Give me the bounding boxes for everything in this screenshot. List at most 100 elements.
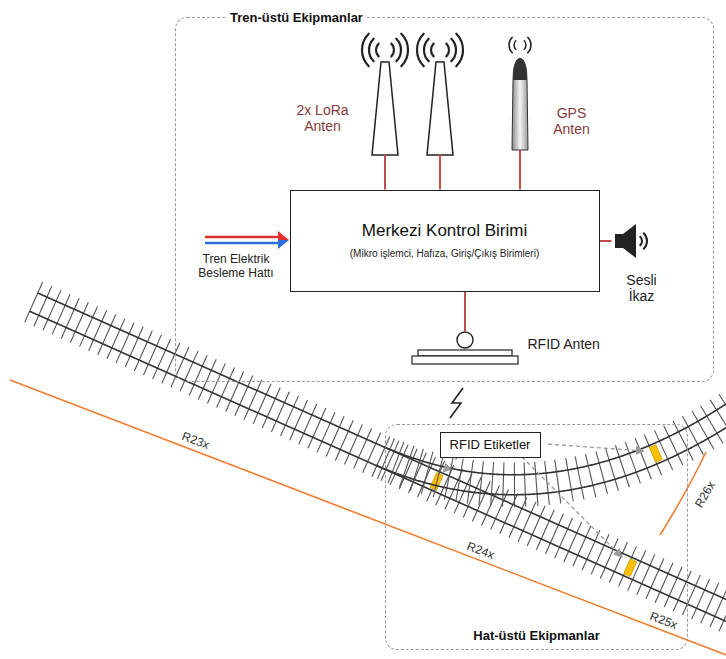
reader-dome: [457, 332, 473, 348]
radio-waves: [509, 37, 531, 53]
sleeper: [575, 456, 584, 499]
wave-arc: [401, 34, 408, 67]
sound-waves: [640, 233, 647, 249]
arrow-head: [278, 231, 289, 240]
sleeper: [514, 463, 515, 507]
sleeper: [503, 463, 504, 507]
rail: [30, 311, 726, 642]
boundary-line: [10, 380, 726, 657]
route-code: R25x: [648, 609, 679, 632]
equipment-group: 2x LoRa Anten GPS AntenMerkezi Kontrol Bi…: [175, 17, 714, 382]
radio-waves: [417, 34, 463, 67]
branch-track: [376, 394, 726, 506]
wave-arc: [509, 37, 512, 53]
rfid-reader-icon: [412, 332, 518, 364]
sleeper: [701, 406, 724, 444]
wave-arc: [456, 34, 463, 67]
signal-wire: [600, 240, 612, 242]
speaker-body: [615, 234, 623, 248]
sleeper: [596, 451, 608, 493]
sleeper: [615, 446, 629, 488]
lora-antenna-icon: [362, 34, 408, 155]
leader-arrow: [443, 457, 458, 472]
wave-arc: [640, 237, 642, 245]
antenna-mast: [372, 62, 398, 155]
node-title: GPS Anten: [546, 105, 598, 139]
node-title: 2x LoRa Anten: [292, 102, 354, 136]
rail: [376, 418, 726, 494]
arrow-head: [278, 240, 289, 249]
feed-label: Tren Elektrik Besleme Hattı: [190, 252, 282, 281]
speaker: Sesli İkaz: [612, 222, 672, 314]
gps-antenna-icon: [509, 37, 531, 150]
wave-arc: [396, 39, 401, 62]
wave-arc: [391, 44, 394, 57]
wave-arc: [431, 44, 434, 57]
antenna-body: [512, 58, 528, 150]
leader-arrow: [522, 457, 622, 557]
reader-plate: [418, 350, 512, 356]
sleeper: [719, 394, 726, 431]
wave-arc: [424, 39, 429, 62]
rail: [384, 402, 726, 475]
sleeper: [421, 452, 433, 494]
sleeper: [491, 462, 494, 506]
node-title: RFID Anten: [528, 336, 723, 353]
signal-wire: [519, 150, 521, 190]
sleeper: [399, 446, 413, 488]
route-code: R23x: [180, 429, 211, 452]
wave-arc: [644, 233, 647, 249]
equipment-group: RFID EtiketlerHat-üstü Ekipmanlar: [385, 424, 688, 650]
node-subtitle: (Mikro işlemci, Hafıza, Giriş/Çıkış Biri…: [350, 248, 539, 260]
power-wire: [205, 242, 279, 245]
wave-arc: [446, 44, 449, 57]
sleeper: [388, 442, 404, 483]
wave-arc: [362, 34, 369, 67]
leader-arrow: [548, 444, 644, 451]
label-box: RFID Etiketler: [440, 432, 541, 458]
sleeper: [479, 461, 483, 505]
node-title: RFID Etiketler: [450, 437, 531, 453]
sleeper: [524, 463, 526, 507]
sleeper: [410, 449, 423, 491]
sleeper: [673, 421, 693, 460]
lora-antenna: 2x LoRa Anten: [292, 30, 467, 155]
speaker-cone: [623, 224, 636, 258]
wireless-symbol: [450, 388, 463, 418]
antenna-cap: [513, 58, 527, 80]
sleeper: [433, 454, 443, 497]
reader-plate: [412, 356, 518, 364]
sleeper: [535, 462, 538, 506]
route-code: R24x: [465, 539, 496, 562]
wave-arc: [369, 39, 374, 62]
node-title: Tren-üstü Ekipmanlar: [226, 10, 367, 26]
wave-arc: [417, 34, 424, 67]
wave-arc: [528, 37, 531, 53]
antenna-mast: [427, 62, 453, 155]
node-title: Merkezi Kontrol Birimi: [362, 221, 527, 241]
sleeper: [692, 411, 714, 449]
sleeper: [566, 458, 574, 501]
speaker-icon: [615, 224, 647, 258]
wave-arc: [451, 39, 456, 62]
signal-wire: [385, 155, 440, 190]
sleeper: [586, 454, 596, 497]
control-unit: Merkezi Kontrol Birimi (Mikro işlemci, Ha…: [290, 190, 600, 292]
rail-track: [25, 282, 726, 654]
signal-wire: [464, 292, 466, 332]
lora-antenna-icon: [417, 34, 463, 155]
rfid-tag: [649, 445, 662, 462]
route-code: R26x: [692, 479, 718, 510]
gps-antenna: GPS Anten: [500, 25, 605, 150]
wave-arc: [514, 41, 516, 49]
sleeper: [606, 449, 619, 491]
wave-arc: [524, 41, 526, 49]
sleeper: [682, 416, 703, 455]
sleeper: [555, 460, 561, 504]
sleeper: [467, 460, 473, 504]
sleeper: [456, 458, 463, 501]
sleeper: [625, 442, 640, 483]
